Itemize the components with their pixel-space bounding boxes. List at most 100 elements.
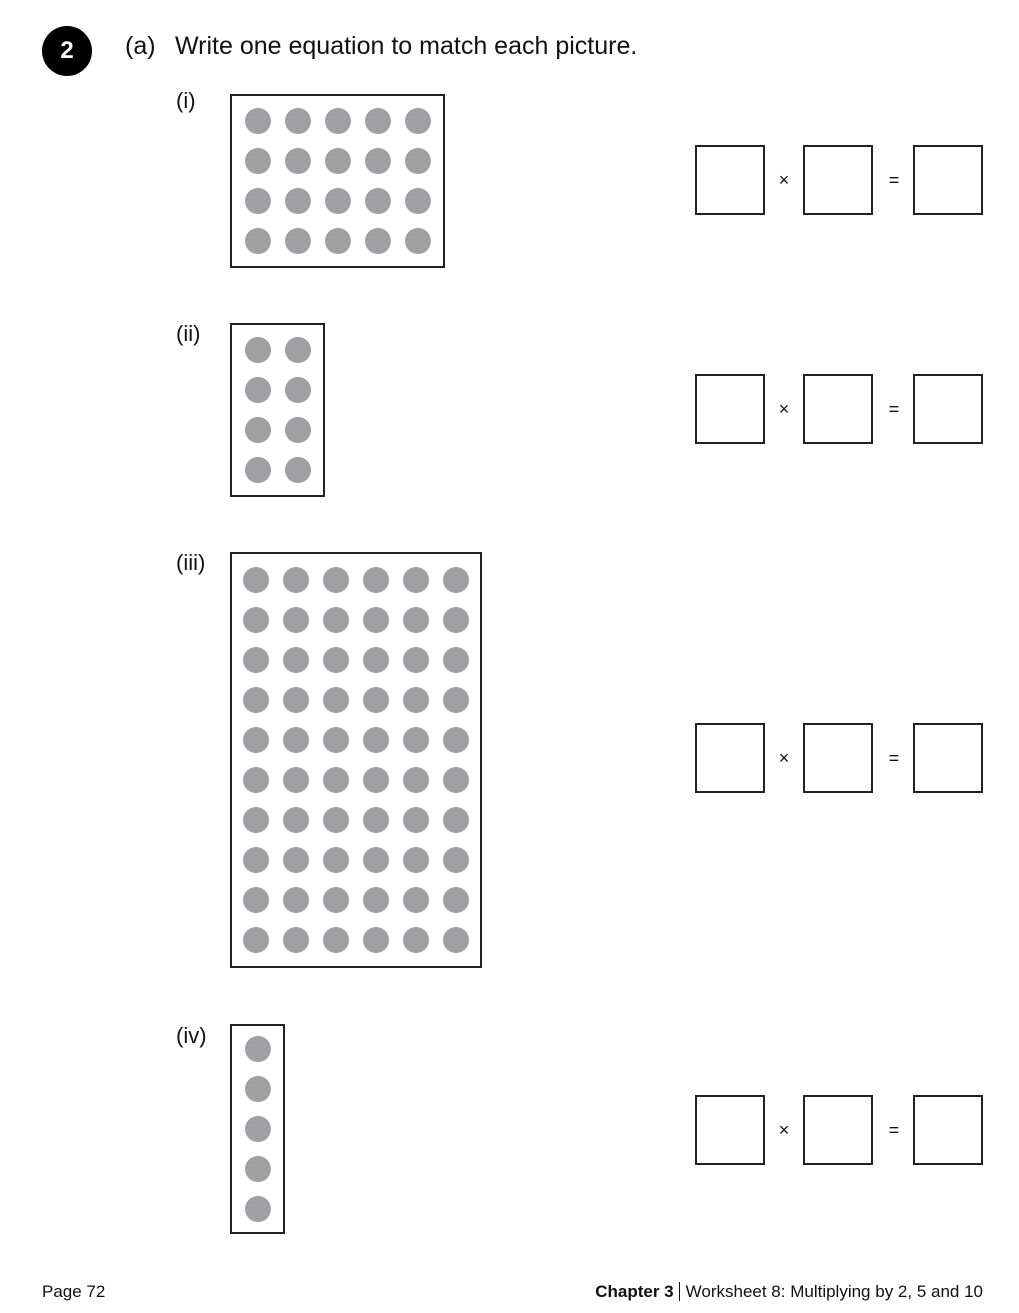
counter-dot — [364, 228, 391, 254]
times-sign: × — [778, 1119, 790, 1140]
counter-dot — [284, 148, 311, 174]
counter-dot — [244, 377, 271, 403]
counter-dot — [443, 767, 469, 793]
counter-dot — [443, 847, 469, 873]
counter-dot — [363, 607, 389, 633]
counter-dot — [363, 727, 389, 753]
counter-dot — [283, 607, 309, 633]
equation-row-i: × = — [695, 145, 985, 215]
factor-box-2[interactable] — [803, 723, 873, 793]
counter-dot — [403, 887, 429, 913]
counter-dot — [323, 727, 349, 753]
counter-dot — [403, 607, 429, 633]
part-label: (a) — [125, 32, 156, 60]
product-box[interactable] — [913, 1095, 983, 1165]
factor-box-1[interactable] — [695, 723, 765, 793]
product-box[interactable] — [913, 374, 983, 444]
dot-array-iv — [230, 1024, 285, 1234]
counter-dot — [244, 188, 271, 214]
equation-row-ii: × = — [695, 374, 985, 444]
counter-dot — [283, 567, 309, 593]
counter-dot — [243, 687, 269, 713]
counter-dot — [403, 687, 429, 713]
equals-sign: = — [888, 169, 900, 190]
counter-dot — [363, 807, 389, 833]
times-sign: × — [778, 169, 790, 190]
equals-sign: = — [888, 398, 900, 419]
counter-dot — [363, 847, 389, 873]
counter-dot — [443, 887, 469, 913]
dot-array-ii — [230, 323, 325, 497]
counter-dot — [323, 847, 349, 873]
counter-dot — [283, 807, 309, 833]
counter-dot — [443, 727, 469, 753]
counter-dot — [244, 457, 271, 483]
product-box[interactable] — [913, 145, 983, 215]
equals-sign: = — [888, 747, 900, 768]
counter-dot — [283, 847, 309, 873]
counter-dot — [443, 687, 469, 713]
counter-dot — [403, 807, 429, 833]
instruction-text: Write one equation to match each picture… — [175, 32, 638, 60]
counter-dot — [243, 847, 269, 873]
factor-box-2[interactable] — [803, 1095, 873, 1165]
counter-dot — [243, 567, 269, 593]
factor-box-1[interactable] — [695, 1095, 765, 1165]
counter-dot — [404, 188, 431, 214]
counter-dot — [283, 647, 309, 673]
equation-row-iv: × = — [695, 1095, 985, 1165]
counter-dot — [244, 1196, 271, 1222]
counter-dot — [404, 228, 431, 254]
counter-dot — [284, 457, 311, 483]
counter-dot — [323, 807, 349, 833]
counter-dot — [363, 567, 389, 593]
counter-dot — [364, 108, 391, 134]
equation-row-iii: × = — [695, 723, 985, 793]
counter-dot — [243, 767, 269, 793]
factor-box-1[interactable] — [695, 374, 765, 444]
counter-dot — [403, 847, 429, 873]
counter-dot — [443, 647, 469, 673]
counter-dot — [403, 567, 429, 593]
counter-dot — [324, 188, 351, 214]
product-box[interactable] — [913, 723, 983, 793]
counter-dot — [443, 567, 469, 593]
counter-dot — [244, 148, 271, 174]
counter-dot — [244, 228, 271, 254]
counter-dot — [243, 607, 269, 633]
counter-dot — [323, 567, 349, 593]
counter-dot — [244, 1076, 271, 1102]
question-number-badge: 2 — [42, 26, 92, 76]
footer-divider — [678, 1282, 680, 1301]
counter-dot — [284, 377, 311, 403]
counter-dot — [284, 417, 311, 443]
counter-dot — [363, 647, 389, 673]
times-sign: × — [778, 398, 790, 419]
counter-dot — [363, 887, 389, 913]
counter-dot — [403, 647, 429, 673]
counter-dot — [323, 687, 349, 713]
counter-dot — [323, 607, 349, 633]
counter-dot — [403, 927, 429, 953]
counter-dot — [364, 188, 391, 214]
factor-box-2[interactable] — [803, 374, 873, 444]
times-sign: × — [778, 747, 790, 768]
counter-dot — [324, 228, 351, 254]
counter-dot — [243, 647, 269, 673]
counter-dot — [363, 767, 389, 793]
item-label-iii: (iii) — [176, 550, 206, 575]
counter-dot — [323, 887, 349, 913]
counter-dot — [324, 108, 351, 134]
factor-box-1[interactable] — [695, 145, 765, 215]
counter-dot — [323, 927, 349, 953]
counter-dot — [244, 417, 271, 443]
counter-dot — [284, 108, 311, 134]
counter-dot — [363, 927, 389, 953]
counter-dot — [243, 887, 269, 913]
factor-box-2[interactable] — [803, 145, 873, 215]
worksheet-title: Worksheet 8: Multiplying by 2, 5 and 10 — [685, 1282, 983, 1301]
counter-dot — [404, 148, 431, 174]
counter-dot — [283, 767, 309, 793]
dot-array-iii — [230, 552, 482, 968]
